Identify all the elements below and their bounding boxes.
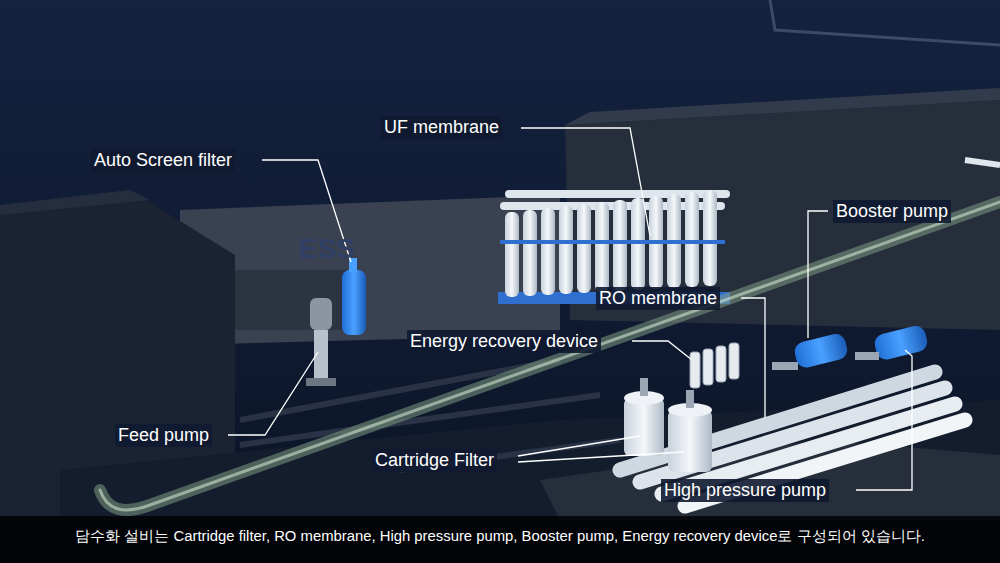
pipe: [100, 202, 1000, 510]
callout-label: Energy recovery device: [407, 330, 601, 353]
platform: [540, 440, 1000, 520]
energy-recovery-device: [690, 343, 739, 388]
container: [565, 100, 1000, 330]
callout-label: Booster pump: [833, 200, 951, 223]
ro-membrane: [620, 372, 965, 506]
callout-label: Auto Screen filter: [91, 149, 235, 172]
feed-pump: [306, 298, 336, 386]
container-top: [0, 190, 150, 215]
callout-label: High pressure pump: [661, 479, 829, 502]
callout-label: RO membrane: [596, 287, 720, 310]
callout-label: Cartridge Filter: [372, 449, 497, 472]
container-top: [565, 88, 1000, 125]
pipe: [965, 160, 1000, 165]
callout-label: Feed pump: [115, 424, 212, 447]
container-logo: ESS: [296, 232, 358, 266]
leader-lines: [228, 128, 912, 490]
pumps: [772, 324, 929, 370]
frame: [770, 0, 1000, 45]
subtitle-caption: 담수화 설비는 Cartridge filter, RO membrane, H…: [0, 527, 1000, 546]
callout-label: UF membrane: [381, 116, 502, 139]
auto-screen-filter: [342, 258, 366, 335]
cartridge-filters: [624, 378, 712, 472]
panel: [230, 270, 360, 330]
container: [180, 195, 560, 345]
